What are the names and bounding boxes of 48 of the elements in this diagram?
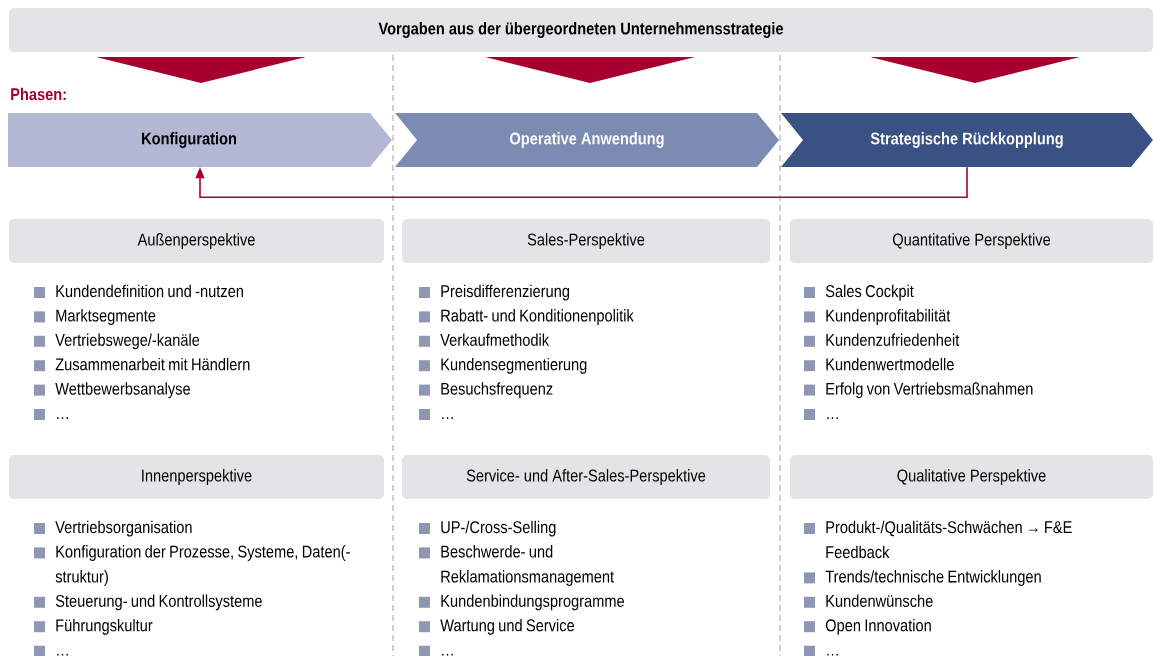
list-item: … [34,409,68,420]
list-item: Kundendefinition und -nutzen [34,284,243,298]
list-item: Trends/technische Entwicklungen [804,570,1041,586]
list-item: … [419,409,453,420]
list-item: Steuerung- und Kontrollsysteme [34,594,262,611]
list-item: Wartung und Service [419,618,575,635]
list-item: Kundenprofitabilität [804,309,951,325]
list-item: Kundensegmentierung [419,357,587,374]
list-item: UP-/Cross-Selling [419,520,556,537]
list-item: Rabatt- und Konditionenpolitik [419,309,634,325]
list-item: Kundenwertmodelle [804,357,954,372]
perspective-header: Sales-Perspektive [402,219,770,263]
list-item: Besuchsfrequenz [419,382,553,399]
list-item: Wettbewerbsanalyse [34,382,190,399]
perspective-header: Qualitative Perspektive [790,455,1153,499]
list-item: Produkt-/Qualitäts-Schwächen → F&E Feedback [804,520,1072,559]
list-item: … [804,409,838,420]
list-item: … [34,645,68,656]
down-triangle [96,57,306,83]
list-item: Erfolg von Vertriebsmaßnahmen [804,382,1033,399]
list-item: Beschwerde- und Reklamationsmanagement [419,545,614,586]
strategy-bar: Vorgaben aus der übergeordneten Unternehmensstrategie [9,8,1153,52]
down-triangle [870,57,1080,83]
process-step: Operative Anwendung [395,113,779,167]
perspective-header: Quantitative Perspektive [790,219,1153,263]
perspective-header: Außenperspektive [9,219,384,263]
list-item: Führungskultur [34,618,153,635]
process-step: Konfiguration [8,113,392,167]
perspective-header: Service- und After-Sales-Perspektive [402,455,770,499]
list-item: Konfiguration der Prozesse, Systeme, Daten(-struktur) [34,545,350,586]
list-item: … [804,645,838,656]
list-item: Preisdifferenzierung [419,284,569,301]
list-item: Open Innovation [804,618,931,635]
list-item: Kundenzufriedenheit [804,333,960,347]
list-item: Zusammenarbeit mit Händlern [34,357,250,372]
list-item: Vertriebsorganisation [34,520,192,537]
list-item: Vertriebswege/-kanäle [34,333,200,350]
list-item: Marktsegmente [34,309,156,325]
list-item: Sales Cockpit [804,284,914,301]
down-triangle [485,57,695,83]
list-item: Kundenbindungsprogramme [419,594,624,611]
perspective-header: Innenperspektive [9,455,384,499]
list-item: Kundenwünsche [804,594,933,608]
list-item: Verkaufmethodik [419,333,550,347]
process-step: Strategische Rückkopplung [781,113,1153,167]
phase-heading: Phasen: [11,87,66,101]
list-item: … [419,645,453,656]
feedback-arrow [195,166,968,198]
